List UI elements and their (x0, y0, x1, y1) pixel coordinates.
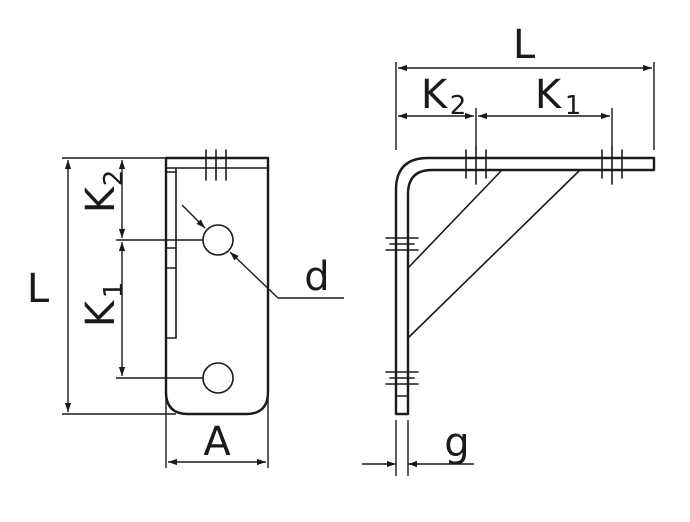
front-k2-subscript: 2 (99, 170, 129, 187)
side-gusset-inner (407, 169, 503, 269)
front-width-label: A (203, 419, 231, 465)
side-k1-subscript: 1 (565, 91, 582, 121)
front-plate-outline (164, 156, 270, 416)
hole-diameter-label: d (304, 254, 329, 300)
upper-hole (202, 224, 234, 256)
side-k2-subscript: 2 (450, 91, 467, 121)
front-height-label: L (27, 266, 50, 312)
side-k1-label: K (535, 72, 563, 118)
front-k2-label-group: K 2 (78, 170, 129, 213)
front-view: L K 2 K 1 A d (27, 149, 344, 468)
side-gusset-outer (407, 169, 581, 339)
side-k2-label: K (421, 72, 449, 118)
thickness-label: g (444, 420, 469, 466)
side-profile-outline (394, 156, 656, 416)
hole-diameter-arrow-in (181, 204, 206, 229)
lower-hole (202, 362, 234, 394)
side-length-label: L (513, 22, 536, 68)
front-k2-label: K (78, 185, 124, 213)
front-k1-label: K (78, 299, 124, 327)
front-k1-label-group: K 1 (78, 282, 129, 327)
hole-diameter-leader (229, 251, 279, 299)
front-k1-subscript: 1 (99, 282, 129, 299)
side-view: L K 2 K 1 g (362, 22, 656, 476)
